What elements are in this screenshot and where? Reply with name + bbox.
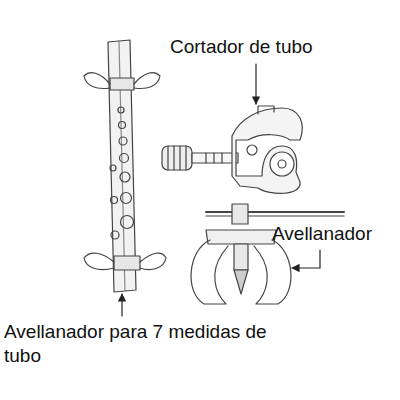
part-label: Cortador de tubo: [170, 35, 313, 59]
tube-cutter: [162, 106, 302, 193]
part-label: Avellanador: [272, 222, 372, 246]
part-label: Avellanador para 7 medidas de tubo: [4, 320, 289, 368]
flaring-yoke: [191, 204, 344, 304]
flaring-bar: [84, 40, 166, 292]
